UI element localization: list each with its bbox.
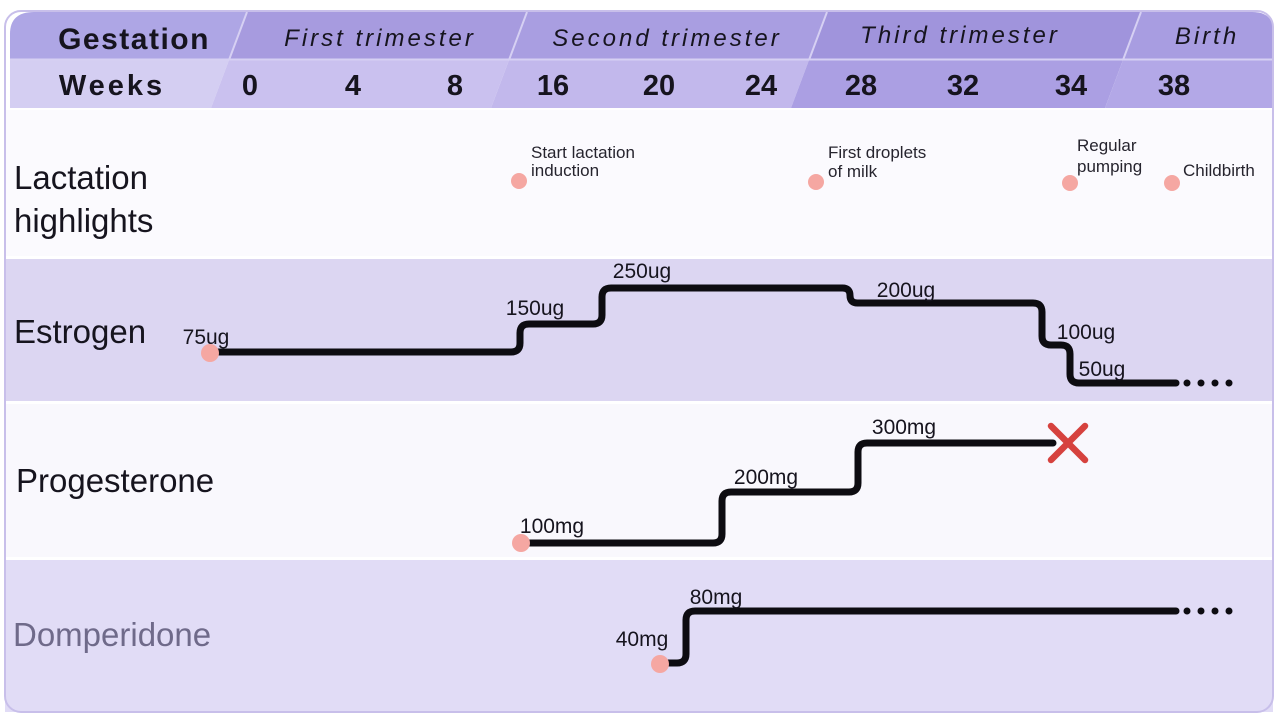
gestation-weeks-cell	[10, 60, 229, 108]
week-label-16: 16	[536, 70, 570, 102]
progesterone-step-line	[520, 439, 1057, 547]
progesterone-band	[5, 404, 1273, 557]
estrogen-band	[5, 259, 1273, 401]
week-label-38: 38	[1157, 70, 1191, 102]
weeks-title: Weeks	[58, 70, 166, 102]
first-trimester-cell	[229, 12, 527, 60]
event-label-childbirth: Childbirth	[1183, 161, 1255, 180]
trimester-label-third: Third trimester	[860, 22, 1060, 49]
domperidone-dose-80: 80mg	[689, 586, 743, 609]
domperidone-dotted-tail	[1211, 607, 1219, 615]
second-weeks-cell	[491, 60, 809, 108]
row-label-lactation-line2: highlights	[14, 202, 154, 239]
gestation-title: Gestation	[58, 23, 210, 56]
event-label-first-droplets-line2: of milk	[828, 162, 878, 181]
estrogen-dotted-tail	[1197, 379, 1205, 387]
second-trimester-cell	[509, 12, 827, 60]
row-label-progesterone: Progesterone	[16, 462, 215, 499]
week-label-28: 28	[844, 70, 878, 102]
header-separator	[808, 11, 828, 61]
estrogen-start-dot	[201, 344, 219, 362]
header-separator	[228, 11, 248, 61]
domperidone-dotted-tail	[1225, 607, 1233, 615]
event-dot-start-lactation	[511, 173, 527, 189]
trimester-label-second: Second trimester	[552, 25, 782, 52]
trimester-label-birth: Birth	[1174, 23, 1240, 50]
row-label-lactation-line1: Lactation	[14, 159, 148, 196]
header-separator	[508, 11, 528, 61]
estrogen-dose-100: 100ug	[1056, 321, 1116, 344]
week-label-4: 4	[344, 70, 362, 102]
lactation-band	[5, 110, 1273, 256]
progesterone-dose-200: 200mg	[733, 466, 799, 489]
estrogen-dotted-tail	[1183, 379, 1191, 387]
progesterone-dose-300: 300mg	[871, 416, 937, 439]
row-label-domperidone: Domperidone	[13, 616, 212, 653]
week-label-34: 34	[1054, 70, 1088, 102]
event-label-regular-pumping-line2: pumping	[1077, 157, 1143, 176]
estrogen-dose-250: 250ug	[612, 260, 672, 283]
domperidone-start-dot	[651, 655, 669, 673]
event-dot-regular-pumping	[1062, 175, 1078, 191]
week-label-32: 32	[946, 70, 980, 102]
header-separator	[1122, 11, 1142, 61]
week-label-20: 20	[642, 70, 676, 102]
week-label-8: 8	[446, 70, 464, 102]
figure-border	[4, 10, 1274, 713]
first-weeks-cell	[211, 60, 509, 108]
progesterone-stop-x-icon	[1047, 422, 1089, 464]
row-label-estrogen: Estrogen	[14, 313, 147, 350]
event-label-regular-pumping-line1: Regular	[1077, 136, 1137, 155]
event-dot-first-droplets	[808, 174, 824, 190]
week-label-24: 24	[744, 70, 778, 102]
progesterone-dose-100: 100mg	[519, 515, 585, 538]
event-label-first-droplets-line1: First droplets	[828, 143, 927, 162]
estrogen-dose-200: 200ug	[876, 279, 936, 302]
event-dot-childbirth	[1164, 175, 1180, 191]
progesterone-start-dot	[512, 534, 530, 552]
estrogen-step-line	[208, 284, 1180, 387]
third-weeks-cell	[791, 60, 1123, 108]
estrogen-dose-150: 150ug	[505, 297, 565, 320]
domperidone-step-line	[660, 607, 1180, 667]
estrogen-dose-75: 75ug	[182, 326, 230, 349]
week-label-0: 0	[241, 70, 259, 102]
trimester-label-first: First trimester	[284, 25, 476, 52]
domperidone-dotted-tail	[1183, 607, 1191, 615]
birth-weeks-cell	[1105, 60, 1274, 108]
event-label-start-lactation-line2: induction	[531, 161, 600, 180]
third-trimester-cell	[809, 12, 1141, 60]
estrogen-dotted-tail	[1225, 379, 1233, 387]
birth-cell	[1123, 12, 1274, 60]
estrogen-dose-50: 50ug	[1078, 358, 1126, 381]
domperidone-band	[5, 560, 1273, 712]
domperidone-dose-40: 40mg	[615, 628, 669, 651]
event-label-start-lactation-line1: Start lactation	[531, 143, 635, 162]
estrogen-dotted-tail	[1211, 379, 1219, 387]
domperidone-dotted-tail	[1197, 607, 1205, 615]
gestation-header-cell	[10, 12, 247, 60]
